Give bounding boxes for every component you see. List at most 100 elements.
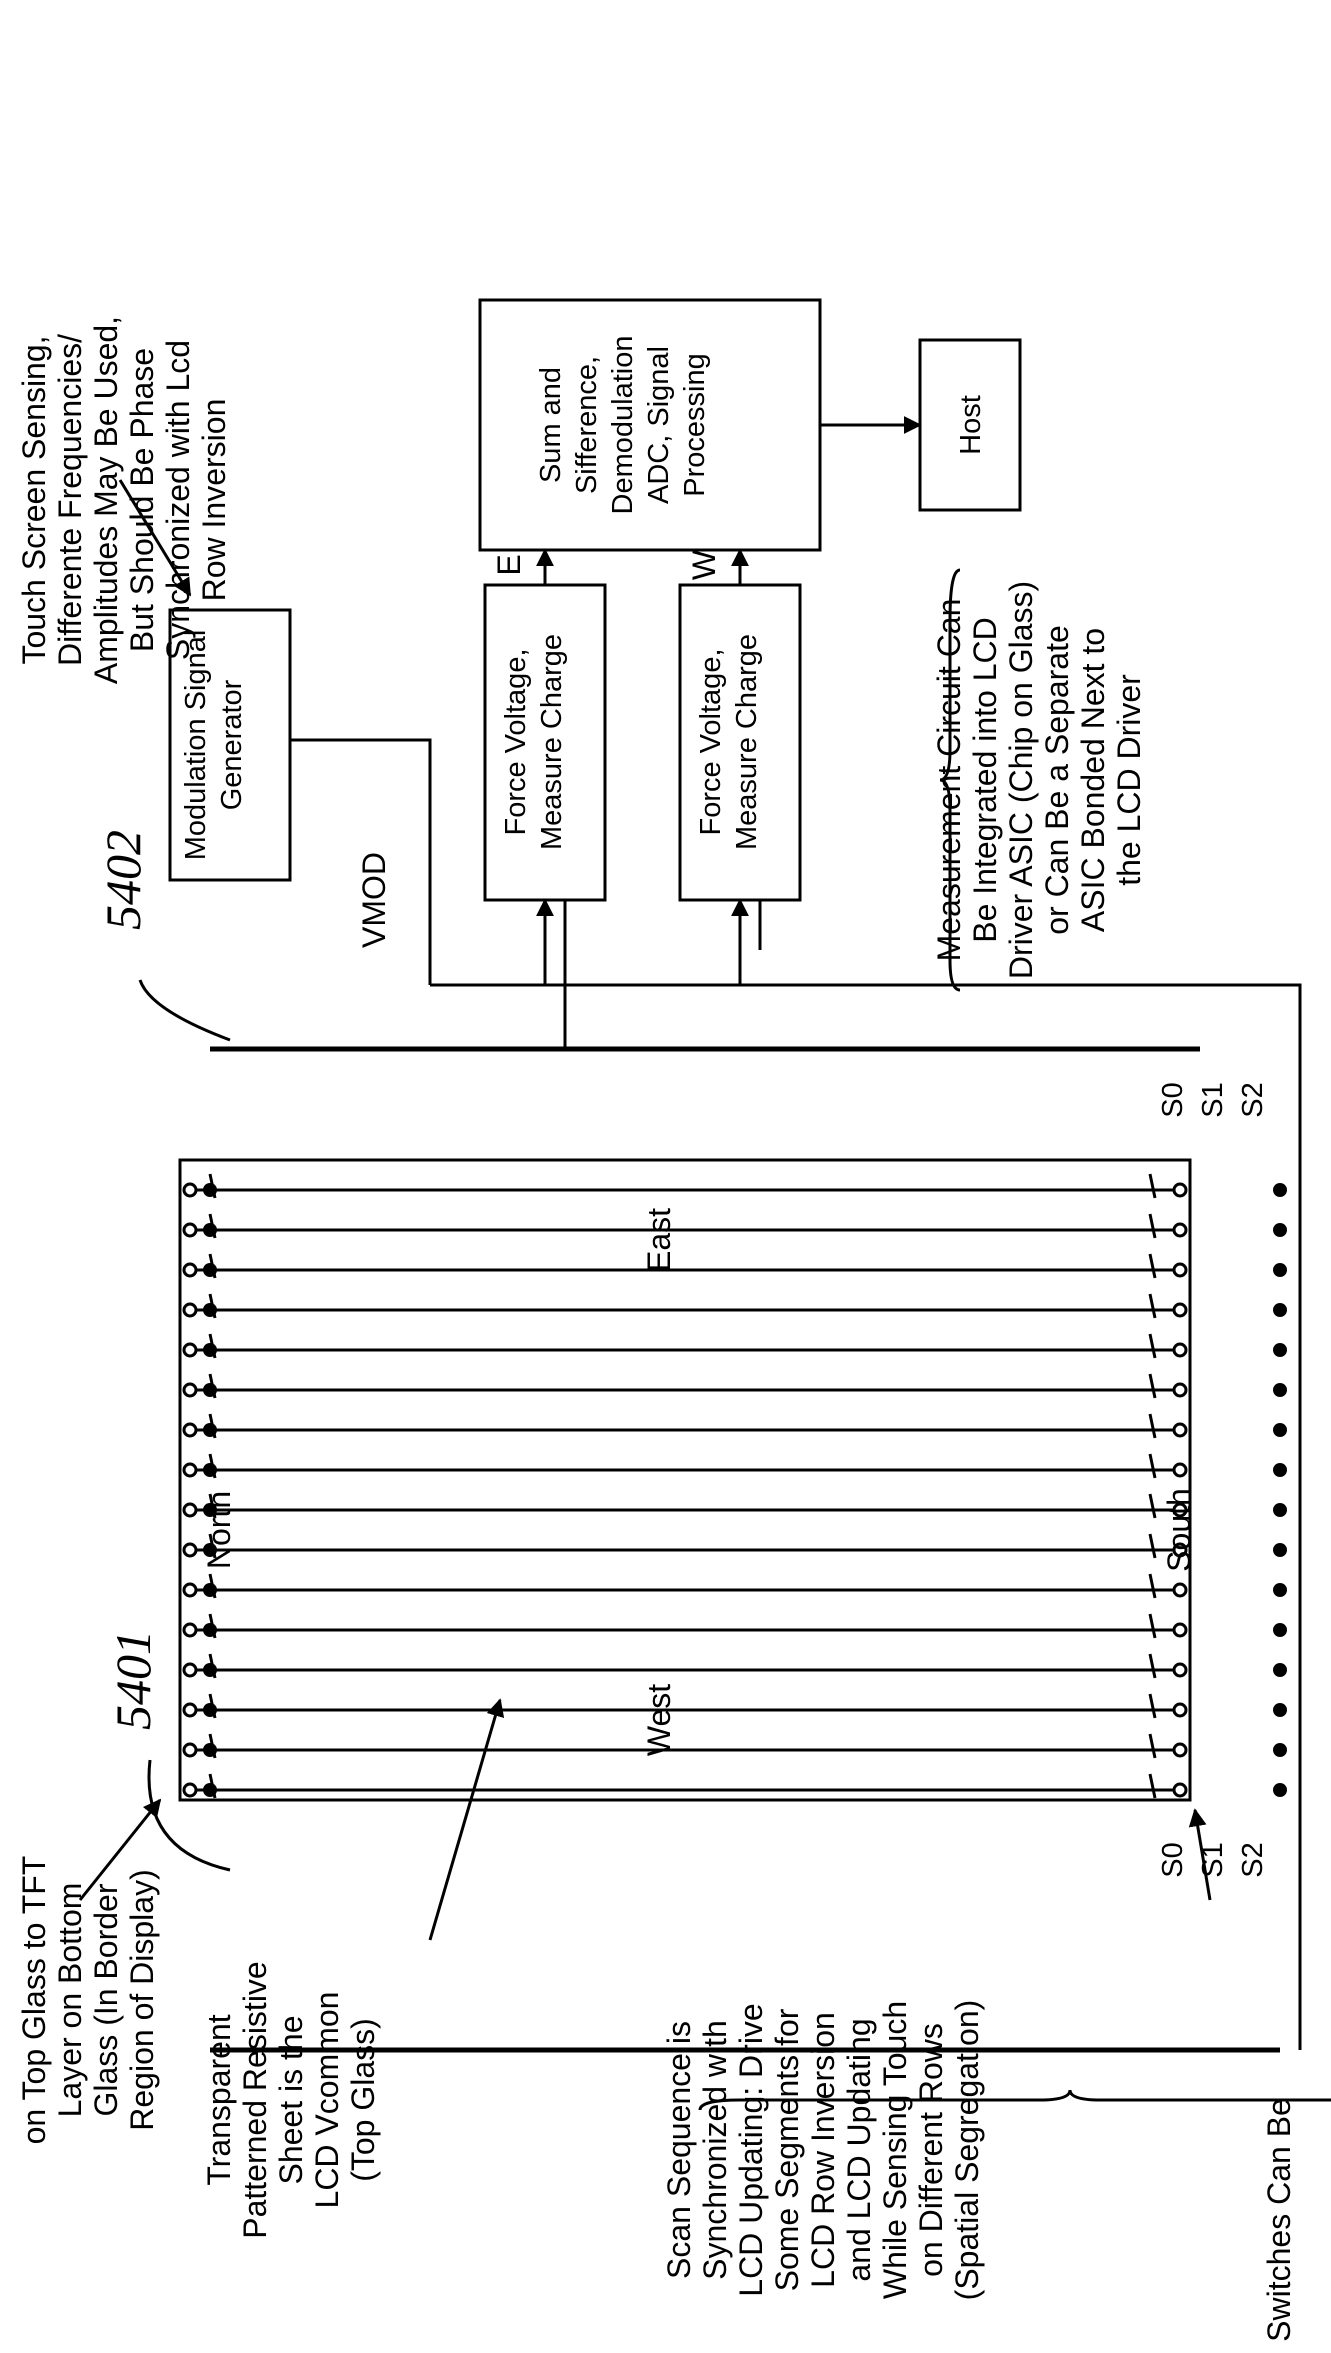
host-block (918, 338, 1022, 512)
switch-node (1273, 1463, 1287, 1477)
switches-arrow (1188, 1808, 1212, 1901)
switch-node (203, 1583, 217, 1597)
switch-bank (203, 1173, 1287, 1799)
bottom-switch (1148, 1213, 1157, 1239)
bottom-switch (1148, 1773, 1157, 1799)
switch-node (1273, 1703, 1287, 1717)
segment-terminal (1172, 1422, 1188, 1438)
switch-node (203, 1543, 217, 1557)
segment-terminal (1172, 1502, 1188, 1518)
switch-node (203, 1183, 217, 1197)
bottom-switch (1148, 1413, 1157, 1439)
ref-5402-leader (138, 979, 231, 1042)
switch-node (1273, 1583, 1287, 1597)
switch-node (203, 1663, 217, 1677)
bottom-switch (1148, 1693, 1157, 1719)
switch-node (1273, 1623, 1287, 1637)
west-label: West (641, 1684, 677, 1756)
segment-terminal (182, 1622, 198, 1638)
switch-node (1273, 1503, 1287, 1517)
segment-terminal (182, 1502, 198, 1518)
bottom-switch (1148, 1173, 1157, 1199)
segment-terminal (1172, 1262, 1188, 1278)
top-glass-arrow (78, 1798, 162, 1901)
switch-node (203, 1783, 217, 1797)
switch-label-top: S1 (1197, 1082, 1229, 1117)
ref-5401-leader (147, 1759, 231, 1872)
segment-terminal (182, 1662, 198, 1678)
switch-node (1273, 1223, 1287, 1237)
sheet-arrow (428, 1698, 505, 1941)
segment-terminal (182, 1382, 198, 1398)
segment-terminal (1172, 1222, 1188, 1238)
switch-node (203, 1463, 217, 1477)
segment-terminal (1172, 1302, 1188, 1318)
segment-terminal (1172, 1742, 1188, 1758)
bottom-switch (1148, 1333, 1157, 1359)
bottom-switch (1148, 1613, 1157, 1639)
segment-terminal (1172, 1382, 1188, 1398)
switch-node (203, 1223, 217, 1237)
east-label: East (641, 1208, 677, 1272)
bottom-switch (1148, 1573, 1157, 1599)
switch-label-top: S0 (1157, 1082, 1189, 1117)
dsp-block (478, 298, 822, 552)
modulation-generator-block (168, 608, 292, 882)
measurement-circuit-note: Measurement Circuit CanBe Integrated int… (931, 581, 1147, 979)
bottom-switch (1148, 1293, 1157, 1319)
touch-note-arrow (118, 479, 192, 597)
segment-terminal (182, 1542, 198, 1558)
resistive-sheet (178, 1158, 1192, 1802)
bottom-switch (1148, 1453, 1157, 1479)
segment-terminal (1172, 1622, 1188, 1638)
vmod-wire (290, 738, 432, 985)
bottom-switch (1148, 1533, 1157, 1559)
switch-node (1273, 1743, 1287, 1757)
switch-label-bottom: S2 (1237, 1842, 1269, 1877)
host-label: Host (955, 395, 987, 455)
force-voltage-west-block (678, 583, 802, 902)
bottom-switch (1148, 1493, 1157, 1519)
segment-terminal (1172, 1462, 1188, 1478)
switch-node (203, 1343, 217, 1357)
scan-sequence-note: Scan Sequence isSynchronized withLCD Upd… (661, 2000, 985, 2301)
switch-node (203, 1263, 217, 1277)
segment-terminal (182, 1302, 198, 1318)
force-east-label: Force Voltage,Measure Charge (500, 634, 568, 850)
switch-node (1273, 1343, 1287, 1357)
north-label: North (201, 1491, 237, 1569)
ref-5401: 5401 (105, 1630, 161, 1730)
segment-terminal (182, 1222, 198, 1238)
sheet-segments (182, 1182, 1188, 1798)
vmod-label: VMOD (356, 852, 392, 948)
switch-node (1273, 1383, 1287, 1397)
switch-node (1273, 1663, 1287, 1677)
segment-terminal (182, 1742, 198, 1758)
segment-terminal (182, 1342, 198, 1358)
segment-terminal (182, 1782, 198, 1798)
top-glass-note: on Top Glass to TFTLayer on BottomGlass … (16, 1856, 160, 2145)
force-voltage-east-block (483, 583, 607, 902)
switch-node (203, 1503, 217, 1517)
switch-node (1273, 1183, 1287, 1197)
segment-terminal (182, 1582, 198, 1598)
labels: Touch Screen Sensing,Differente Frequenc… (16, 316, 1297, 2342)
segment-terminal (182, 1702, 198, 1718)
switch-node (203, 1423, 217, 1437)
switch-node (1273, 1543, 1287, 1557)
switch-node (1273, 1263, 1287, 1277)
switch-node (203, 1623, 217, 1637)
west-return (1050, 983, 1302, 2050)
force-west-label: Force Voltage,Measure Charge (695, 634, 763, 850)
switch-node (1273, 1783, 1287, 1797)
segment-terminal (1172, 1662, 1188, 1678)
ref-5402: 5402 (95, 830, 151, 930)
measurement-brace (939, 568, 961, 992)
segment-terminal (182, 1462, 198, 1478)
segment-terminal (1172, 1702, 1188, 1718)
segment-terminal (1172, 1782, 1188, 1798)
bottom-switch (1148, 1733, 1157, 1759)
